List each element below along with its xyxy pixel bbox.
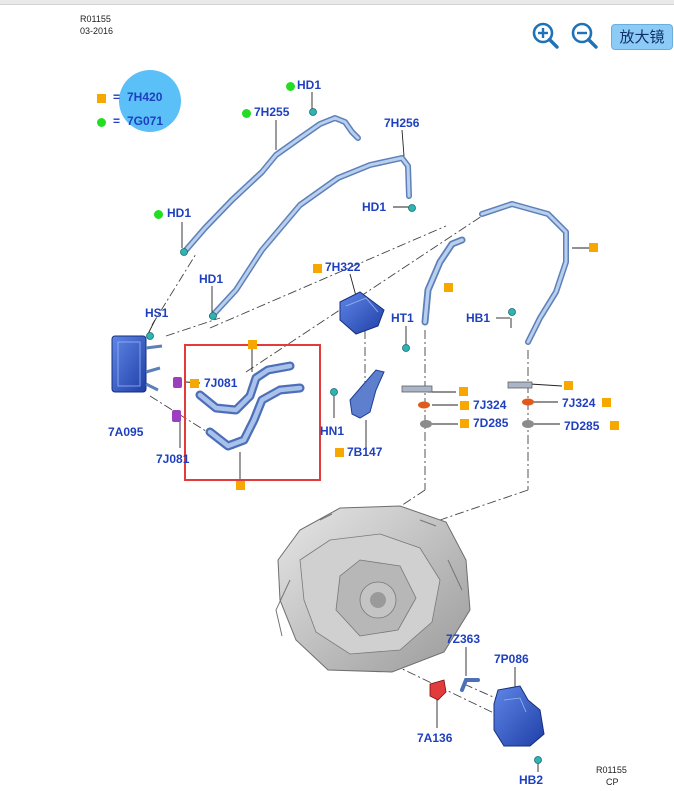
zoom-in-icon [532, 22, 559, 49]
marker-square-hose-bottom [236, 481, 245, 490]
legend-square-code[interactable]: 7H420 [127, 90, 163, 104]
clip-hd1-top [309, 108, 317, 116]
zoom-out-icon [571, 22, 598, 49]
label-hd1-right[interactable]: HD1 [362, 200, 387, 214]
fitting-7j081-b [172, 410, 181, 422]
cooler-line-right-b [479, 201, 569, 345]
marker-square-7j081 [190, 379, 199, 388]
label-hn1[interactable]: HN1 [320, 424, 345, 438]
label-7p086[interactable]: 7P086 [494, 652, 529, 666]
clip-hn1 [330, 388, 338, 396]
label-7j081-a[interactable]: 7J081 [204, 376, 238, 390]
label-7d285-right[interactable]: 7D285 [564, 419, 600, 433]
legend-highlight-bubble [119, 70, 181, 132]
fitting-7j081-a [173, 377, 182, 388]
label-hs1[interactable]: HS1 [145, 306, 169, 320]
leader-lines [147, 92, 590, 772]
valve-7a136 [429, 679, 447, 701]
marker-square-right-bracket [564, 381, 573, 390]
clip-hb1 [508, 308, 516, 316]
footer-code: R01155 [596, 765, 627, 775]
header-code: R01155 [80, 14, 111, 24]
hose-pair-highlighted [195, 361, 305, 451]
top-border [0, 0, 674, 5]
bracket-7h322 [339, 291, 385, 335]
footer-cp: CP [606, 777, 619, 787]
legend-dot-marker [97, 118, 106, 127]
label-7a136[interactable]: 7A136 [417, 731, 453, 745]
marker-square-7j324-left [460, 401, 469, 410]
marker-square-hose-a [444, 283, 453, 292]
marker-square-7h322 [313, 264, 322, 273]
cooler-line-7h255 [183, 115, 361, 253]
clip-hd1-mid [180, 248, 188, 256]
label-hd1-low[interactable]: HD1 [199, 272, 224, 286]
magnifier-button[interactable]: 放大镜 [611, 24, 673, 50]
zoom-in-button[interactable] [531, 21, 559, 49]
hose-7z363 [460, 678, 480, 692]
label-hd1-mid[interactable]: HD1 [167, 206, 192, 220]
cooler-line-7h256 [209, 155, 412, 319]
marker-square-hose-b [589, 243, 598, 252]
marker-square-hose-top [248, 340, 257, 349]
transmission-assembly [275, 505, 471, 673]
label-7h255[interactable]: 7H255 [254, 105, 290, 119]
clip-hs1 [146, 332, 154, 340]
legend-square-marker [97, 94, 106, 103]
zoom-out-button[interactable] [570, 21, 598, 49]
legend-eq-square: = [113, 90, 121, 104]
bracket-7j324-right [507, 381, 534, 428]
marker-dot-7h255 [242, 109, 251, 118]
label-7b147[interactable]: 7B147 [347, 445, 383, 459]
legend-dot-code[interactable]: 7G071 [127, 114, 164, 128]
label-7z363[interactable]: 7Z363 [446, 632, 481, 646]
marker-square-7d285-right [610, 421, 619, 430]
label-7j324-right[interactable]: 7J324 [562, 396, 596, 410]
marker-square-7d285-left [460, 419, 469, 428]
cooler-line-right-a [421, 236, 466, 326]
clip-hd1-right [408, 204, 416, 212]
marker-square-7j324-right [602, 398, 611, 407]
label-hb1[interactable]: HB1 [466, 311, 491, 325]
label-7h256[interactable]: 7H256 [384, 116, 420, 130]
label-7j324-left[interactable]: 7J324 [473, 398, 507, 412]
marker-square-7b147 [335, 448, 344, 457]
marker-dot-hd1-top [286, 82, 295, 91]
marker-square-left-bracket [459, 387, 468, 396]
label-7a095[interactable]: 7A095 [108, 425, 144, 439]
cooler-7a095 [111, 335, 163, 393]
label-7j081-b[interactable]: 7J081 [156, 452, 190, 466]
label-hd1-top[interactable]: HD1 [297, 78, 322, 92]
label-ht1[interactable]: HT1 [391, 311, 414, 325]
label-hb2[interactable]: HB2 [519, 773, 544, 787]
header-date: 03-2016 [80, 26, 114, 36]
marker-dot-hd1-mid [154, 210, 163, 219]
legend-eq-dot: = [113, 114, 121, 128]
highlight-frame [184, 344, 321, 481]
label-7h322[interactable]: 7H322 [325, 260, 361, 274]
clip-hb2 [534, 756, 542, 764]
clip-hd1-low [209, 312, 217, 320]
label-7d285-left[interactable]: 7D285 [473, 416, 509, 430]
bracket-7j324-left [401, 385, 433, 428]
bracket-7b147 [349, 369, 385, 419]
module-7p086 [493, 685, 545, 747]
clip-ht1 [402, 344, 410, 352]
